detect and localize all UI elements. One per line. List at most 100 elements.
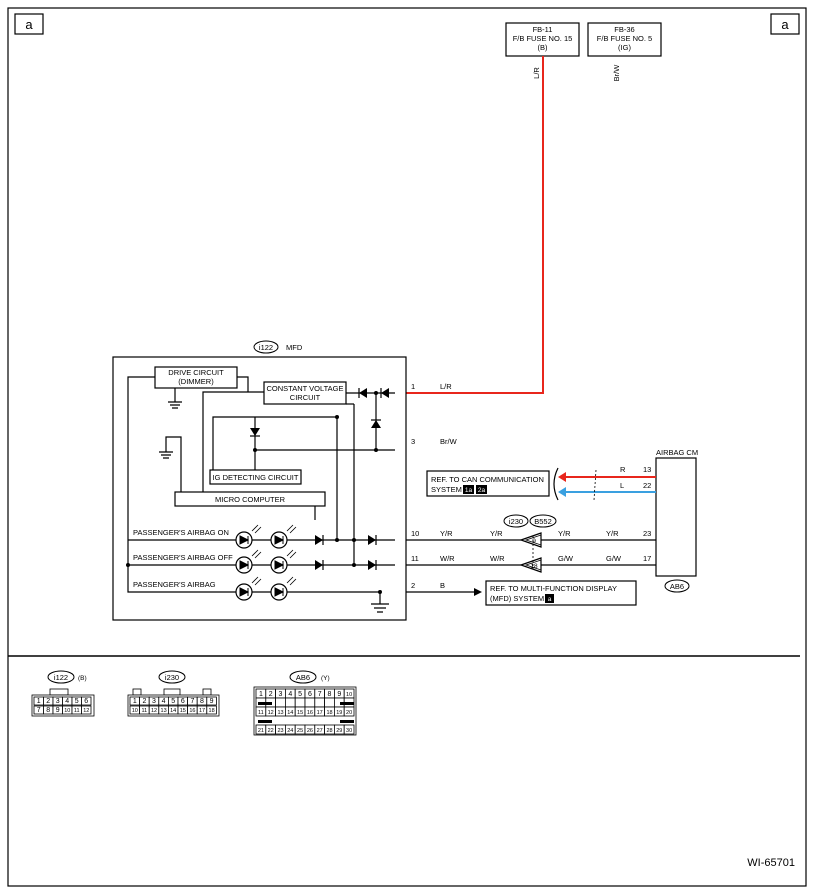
- external-harness-wires: [406, 539, 656, 596]
- svg-text:a: a: [548, 596, 552, 603]
- fuse-fb36: FB-36 F/B FUSE NO. 5 (IG): [587, 22, 662, 57]
- i122-pin-cell: [81, 696, 92, 706]
- svg-text:(B): (B): [538, 43, 549, 52]
- i230-pin-label: 6: [181, 698, 185, 705]
- i230-pin-cell: [206, 705, 217, 715]
- i122-pin-label: 9: [56, 707, 60, 714]
- ab6-pin-label: 23: [277, 728, 283, 734]
- ref-can-box[interactable]: REF. TO CAN COMMUNICATION SYSTEM 1a 2a: [426, 470, 550, 497]
- i122-pin-label: 1: [37, 698, 41, 705]
- ab6-lock-cell: [284, 697, 296, 708]
- svg-text:i230: i230: [165, 673, 179, 682]
- i230-pin-label: 4: [162, 698, 166, 705]
- power-wire-lr: [395, 56, 544, 394]
- i122-pin-label: 12: [83, 708, 89, 714]
- svg-text:FB-11: FB-11: [533, 25, 553, 34]
- ab6-pin-label: 16: [307, 710, 313, 716]
- i122-pin-label: 4: [65, 698, 69, 705]
- svg-text:(DIMMER): (DIMMER): [178, 377, 214, 386]
- i230-pin-label: 7: [190, 698, 194, 705]
- ab6-pin-cell: [343, 706, 355, 717]
- can-bracket: [553, 467, 559, 501]
- i230-pin-label: 10: [132, 708, 138, 714]
- ab6-pin-label: 17: [317, 710, 323, 716]
- i230-connector-tag: i230: [503, 514, 529, 528]
- ab6-pin-label: 26: [307, 728, 313, 734]
- i230-pin-label: 15: [180, 708, 186, 714]
- fuse-fb11: FB-11 F/B FUSE NO. 15 (B): [505, 22, 580, 57]
- ab6-pin-label: 15: [297, 710, 303, 716]
- ab6-pin-label: 14: [287, 710, 293, 716]
- ab6-pin-label: 2: [269, 691, 273, 698]
- corner-marker-right: a: [770, 13, 800, 35]
- i122-pin-label: 3: [56, 698, 60, 705]
- can-twist-mark: [593, 469, 597, 501]
- svg-text:AB6: AB6: [670, 582, 684, 591]
- ab6-pin-label: 12: [268, 710, 274, 716]
- svg-text:IG DETECTING CIRCUIT: IG DETECTING CIRCUIT: [213, 473, 299, 482]
- mfd-connector-label: i122: [253, 340, 279, 354]
- i230-pin-18: 18: [530, 563, 538, 570]
- ab6-pin-cell: [343, 724, 355, 735]
- pin-1-number: 1: [411, 382, 415, 391]
- ig-detecting-block: IG DETECTING CIRCUIT: [209, 469, 302, 485]
- svg-text:AB6: AB6: [296, 673, 310, 682]
- i230-pin-label: 17: [199, 708, 205, 714]
- airbag-pin-17: 17: [643, 554, 651, 563]
- harness-wire-bot-in: W/R: [490, 554, 505, 563]
- svg-text:CIRCUIT: CIRCUIT: [290, 393, 321, 402]
- led-airbag-on-1: [235, 524, 262, 549]
- led-airbag-on-2: [270, 524, 297, 549]
- svg-text:i122: i122: [54, 673, 68, 682]
- ab6-pin-label: 18: [326, 710, 332, 716]
- ref-mfd-box[interactable]: REF. TO MULTI-FUNCTION DISPLAY (MFD) SYS…: [485, 580, 637, 606]
- lamp-label-airbag-off: PASSENGER'S AIRBAG OFF: [133, 553, 233, 562]
- i230-pin-cell: [206, 696, 217, 706]
- svg-text:i230: i230: [509, 517, 523, 526]
- ab6-pin-label: 25: [297, 728, 303, 734]
- pin-2-number: 2: [411, 581, 415, 590]
- i230-pin-label: 8: [200, 698, 204, 705]
- led-airbag-1: [235, 576, 262, 601]
- ab6-pin-label: 4: [288, 691, 292, 698]
- lamp-label-airbag-on: PASSENGER'S AIRBAG ON: [133, 528, 229, 537]
- svg-text:MICRO COMPUTER: MICRO COMPUTER: [215, 495, 286, 504]
- fuse-wire-label-brw: Br/W: [612, 64, 621, 82]
- page-frame: [7, 7, 807, 887]
- i230-pin-label: 18: [209, 708, 215, 714]
- ab6-lock-cell: [314, 697, 325, 708]
- svg-text:(IG): (IG): [618, 43, 631, 52]
- i122-pin-label: 5: [75, 698, 79, 705]
- pin-10-wire: Y/R: [440, 529, 453, 538]
- can-high-arrow: [558, 472, 566, 482]
- harness-wire-top-in: Y/R: [490, 529, 503, 538]
- i122-pin-label: 8: [46, 707, 50, 714]
- ab6-pin-label: 5: [298, 691, 302, 698]
- airbag-cm-connector-tag: AB6: [664, 579, 690, 593]
- i122-pin-label: 11: [74, 708, 80, 714]
- pin-2-wire: B: [440, 581, 445, 590]
- i122-pin-label: 6: [84, 698, 88, 705]
- ab6-pin-label: 11: [258, 710, 264, 716]
- ab6-latch: [258, 702, 272, 705]
- drive-circuit-block: DRIVE CIRCUIT (DIMMER): [154, 366, 238, 389]
- constant-voltage-block: CONSTANT VOLTAGE CIRCUIT: [263, 381, 347, 405]
- lamp-label-airbag: PASSENGER'S AIRBAG: [133, 580, 216, 589]
- i122-pin-cell: [81, 705, 92, 715]
- i230-pin-label: 3: [152, 698, 156, 705]
- b552-connector-tag: B552: [529, 514, 557, 528]
- diode-vertical-cv: [371, 419, 381, 452]
- i230-pin-label: 9: [210, 698, 214, 705]
- svg-text:DRIVE CIRCUIT: DRIVE CIRCUIT: [168, 368, 224, 377]
- airbag-pin-22: 22: [643, 481, 651, 490]
- ab6-latch: [258, 720, 272, 723]
- i230-pin-label: 1: [133, 698, 137, 705]
- ab6-pin-label: 21: [258, 728, 264, 734]
- ab6-pin-label: 13: [277, 710, 283, 716]
- airbag-pin-13: 13: [643, 465, 651, 474]
- ab6-pin-label: 10: [346, 692, 352, 698]
- svg-text:CONSTANT VOLTAGE: CONSTANT VOLTAGE: [267, 384, 344, 393]
- diode-row-on: [315, 535, 377, 545]
- i230-pin-label: 11: [142, 708, 148, 714]
